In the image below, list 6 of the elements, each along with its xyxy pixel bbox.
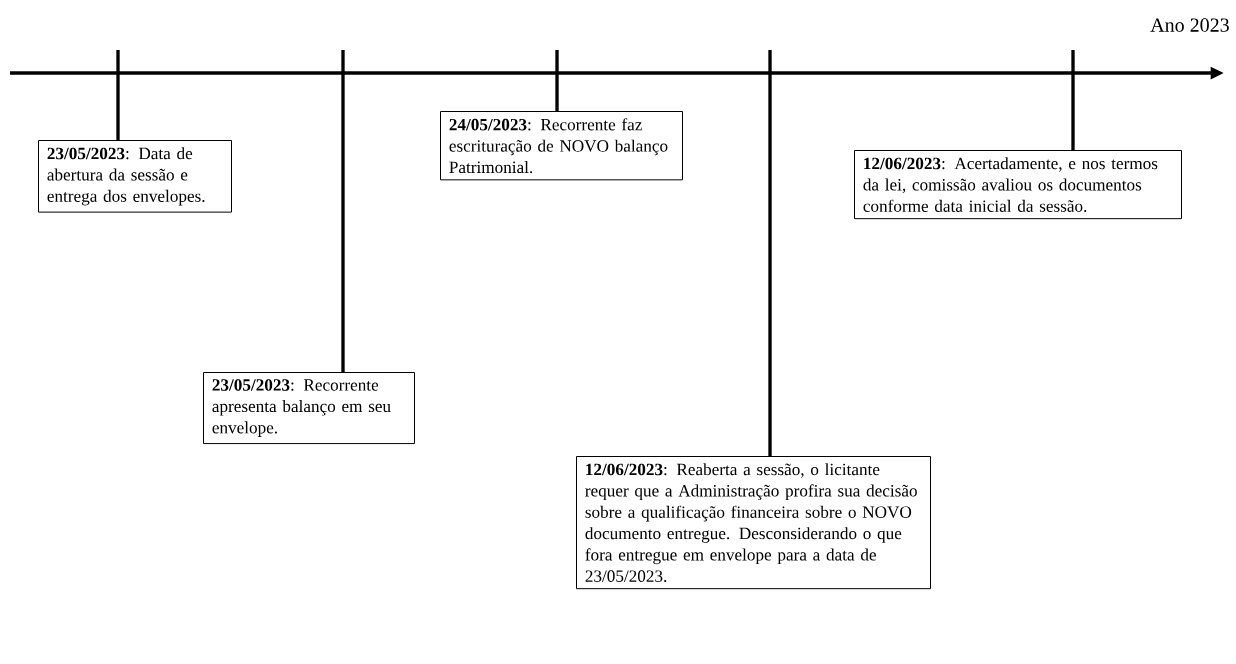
- event-box: 12/06/2023: Reaberta a sessão, o licitante requer que a Administração profira sua decisão sobre a qualificação financeira sobre o NOVO documento entregue. Desconsiderando o que fora entregue em envelope para a data de 23/05/2023.: [576, 456, 931, 590]
- event-box: 23/05/2023: Data de abertura da sessão e entrega dos envelopes.: [38, 140, 232, 213]
- event-box: 24/05/2023: Recorrente faz escrituração de NOVO balanço Patrimonial.: [440, 111, 683, 181]
- event-box: 23/05/2023: Recorrente apresenta balanço em seu envelope.: [203, 372, 415, 445]
- event-box: 12/06/2023: Acertadamente, e nos termos da lei, comissão avaliou os documentos conforme data inicial da sessão.: [854, 150, 1182, 220]
- year-label: Ano 2023: [1150, 18, 1229, 32]
